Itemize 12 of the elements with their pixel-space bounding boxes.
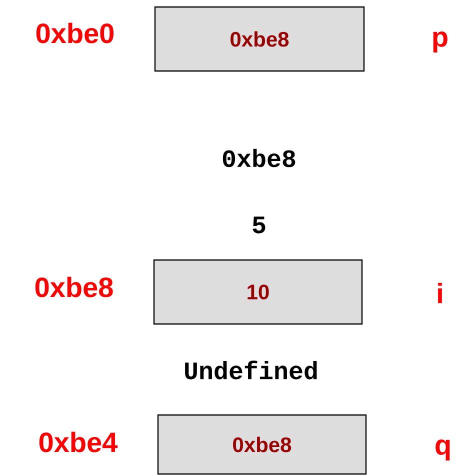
variable-name: i bbox=[438, 282, 442, 304]
address-label: 0xbe4 bbox=[39, 432, 118, 452]
value-label: 5 bbox=[252, 216, 266, 234]
variable-name: p bbox=[433, 32, 448, 52]
variable-name: q bbox=[436, 440, 450, 460]
value-label: Undefined bbox=[185, 360, 317, 380]
value-label: 0xbe8 bbox=[222, 148, 296, 168]
memory-cell: 0xbe8 bbox=[157, 414, 367, 475]
memory-cell: 10 bbox=[153, 259, 363, 325]
address-label: 0xbe8 bbox=[35, 276, 113, 298]
memory-cell: 0xbe8 bbox=[154, 6, 365, 72]
address-label: 0xbe0 bbox=[36, 22, 114, 44]
